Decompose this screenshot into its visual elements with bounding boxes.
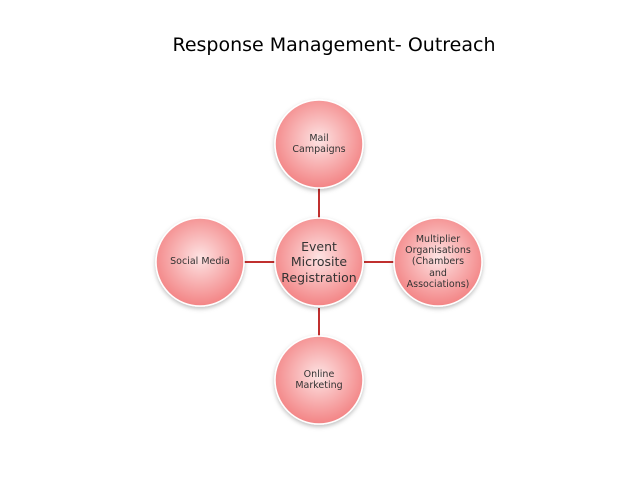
node-left-circle: [155, 217, 245, 307]
node-center-circle: [274, 217, 364, 307]
node-top-circle: [274, 99, 364, 189]
node-left-label: Social Media: [170, 256, 230, 268]
node-right-circle: [393, 217, 483, 307]
node-bottom-label: Online Marketing: [295, 368, 343, 391]
node-bottom-circle: [274, 335, 364, 425]
node-top-label: Mail Campaigns: [292, 132, 346, 155]
node-right-label: Multiplier Organisations (Chambers and A…: [405, 233, 471, 291]
page-title: Response Management- Outreach: [172, 34, 496, 56]
node-center-label: Event Microsite Registration: [281, 238, 357, 285]
